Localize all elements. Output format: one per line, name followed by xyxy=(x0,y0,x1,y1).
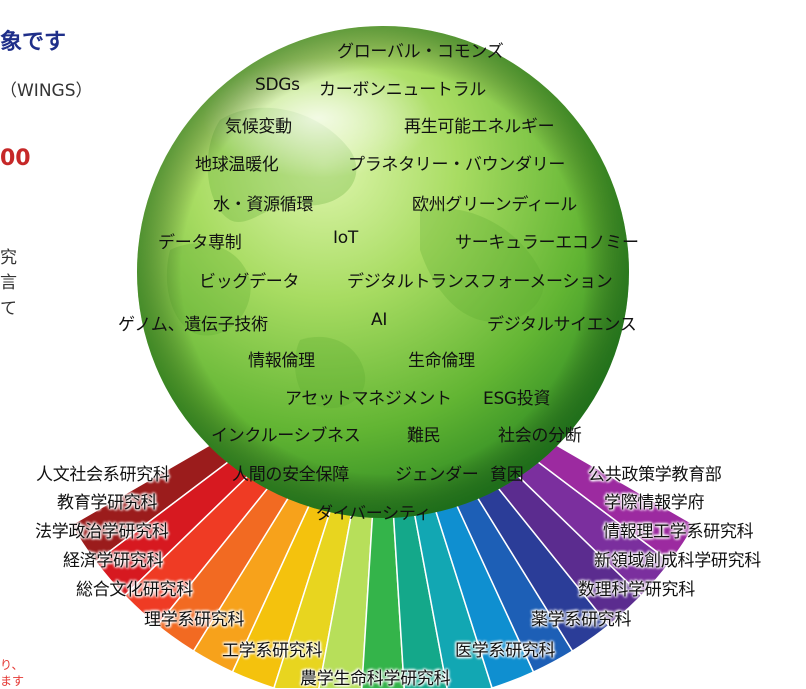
keyword-circular-economy: サーキュラーエコノミー xyxy=(455,233,639,253)
left-note-line2: ます xyxy=(0,674,25,688)
dept-frontier-sciences: 新領域創成科学研究科 xyxy=(594,551,761,571)
keyword-bioethics: 生命倫理 xyxy=(408,351,475,371)
keyword-dx: デジタルトランスフォーメーション xyxy=(347,272,613,292)
keyword-carbon-neutral: カーボンニュートラル xyxy=(319,80,486,100)
keyword-poverty: 貧困 xyxy=(490,465,524,485)
dept-arts-sciences: 総合文化研究科 xyxy=(76,580,193,600)
keyword-renewable-energy: 再生可能エネルギー xyxy=(404,117,555,137)
left-paragraph-line2: 言 xyxy=(0,273,17,293)
dept-medicine: 医学系研究科 xyxy=(455,641,556,661)
dept-interdisciplinary-info: 学際情報学府 xyxy=(604,493,705,513)
dept-pharmaceutical: 薬学系研究科 xyxy=(531,610,632,630)
left-number-fragment: 00 xyxy=(0,146,31,171)
dept-public-policy: 公共政策学教育部 xyxy=(588,465,722,485)
left-paragraph-line1: 究 xyxy=(0,248,17,268)
dept-humanities: 人文社会系研究科 xyxy=(36,465,170,485)
keyword-inclusiveness: インクルーシブネス xyxy=(211,426,361,446)
dept-science: 理学系研究科 xyxy=(144,610,245,630)
keyword-genome: ゲノム、遺伝子技術 xyxy=(118,315,268,335)
keyword-esg: ESG投資 xyxy=(483,389,551,409)
keyword-global-warming: 地球温暖化 xyxy=(195,155,279,175)
keyword-gender: ジェンダー xyxy=(395,465,479,485)
fan-segment xyxy=(273,344,384,688)
keyword-human-security: 人間の安全保障 xyxy=(232,465,349,485)
keyword-climate-change: 気候変動 xyxy=(225,117,292,137)
dept-economics: 経済学研究科 xyxy=(63,551,164,571)
keyword-digital-science: デジタルサイエンス xyxy=(487,315,637,335)
keyword-data-despotism: データ専制 xyxy=(158,233,242,253)
keyword-diversity: ダイバーシティ xyxy=(316,504,432,524)
left-heading-fragment: 象です xyxy=(0,30,67,55)
dept-engineering: 工学系研究科 xyxy=(222,641,323,661)
keyword-refugees: 難民 xyxy=(407,426,441,446)
dept-agriculture: 農学生命科学研究科 xyxy=(300,669,451,689)
keyword-social-division: 社会の分断 xyxy=(498,426,582,446)
left-note-line1: り、 xyxy=(0,658,24,672)
dept-mathematical-sciences: 数理科学研究科 xyxy=(578,580,695,600)
keyword-eu-green-deal: 欧州グリーンディール xyxy=(412,195,577,215)
keyword-iot: IoT xyxy=(333,228,358,248)
globe xyxy=(137,26,629,518)
left-paragraph-line3: て xyxy=(0,299,17,319)
keyword-global-commons: グローバル・コモンズ xyxy=(337,42,504,62)
left-sub-fragment: （WINGS） xyxy=(0,81,93,101)
keyword-asset-management: アセットマネジメント xyxy=(285,389,452,409)
dept-education: 教育学研究科 xyxy=(57,493,158,513)
keyword-big-data: ビッグデータ xyxy=(199,272,300,292)
keyword-planetary-boundary: プラネタリー・バウンダリー xyxy=(348,155,566,175)
dept-info-science-tech: 情報理工学系研究科 xyxy=(603,522,754,542)
keyword-info-ethics: 情報倫理 xyxy=(248,351,315,371)
keyword-water-resource: 水・資源循環 xyxy=(213,195,314,215)
keyword-sdgs: SDGs xyxy=(255,75,300,95)
dept-law-politics: 法学政治学研究科 xyxy=(35,522,169,542)
keyword-ai: AI xyxy=(371,310,388,330)
